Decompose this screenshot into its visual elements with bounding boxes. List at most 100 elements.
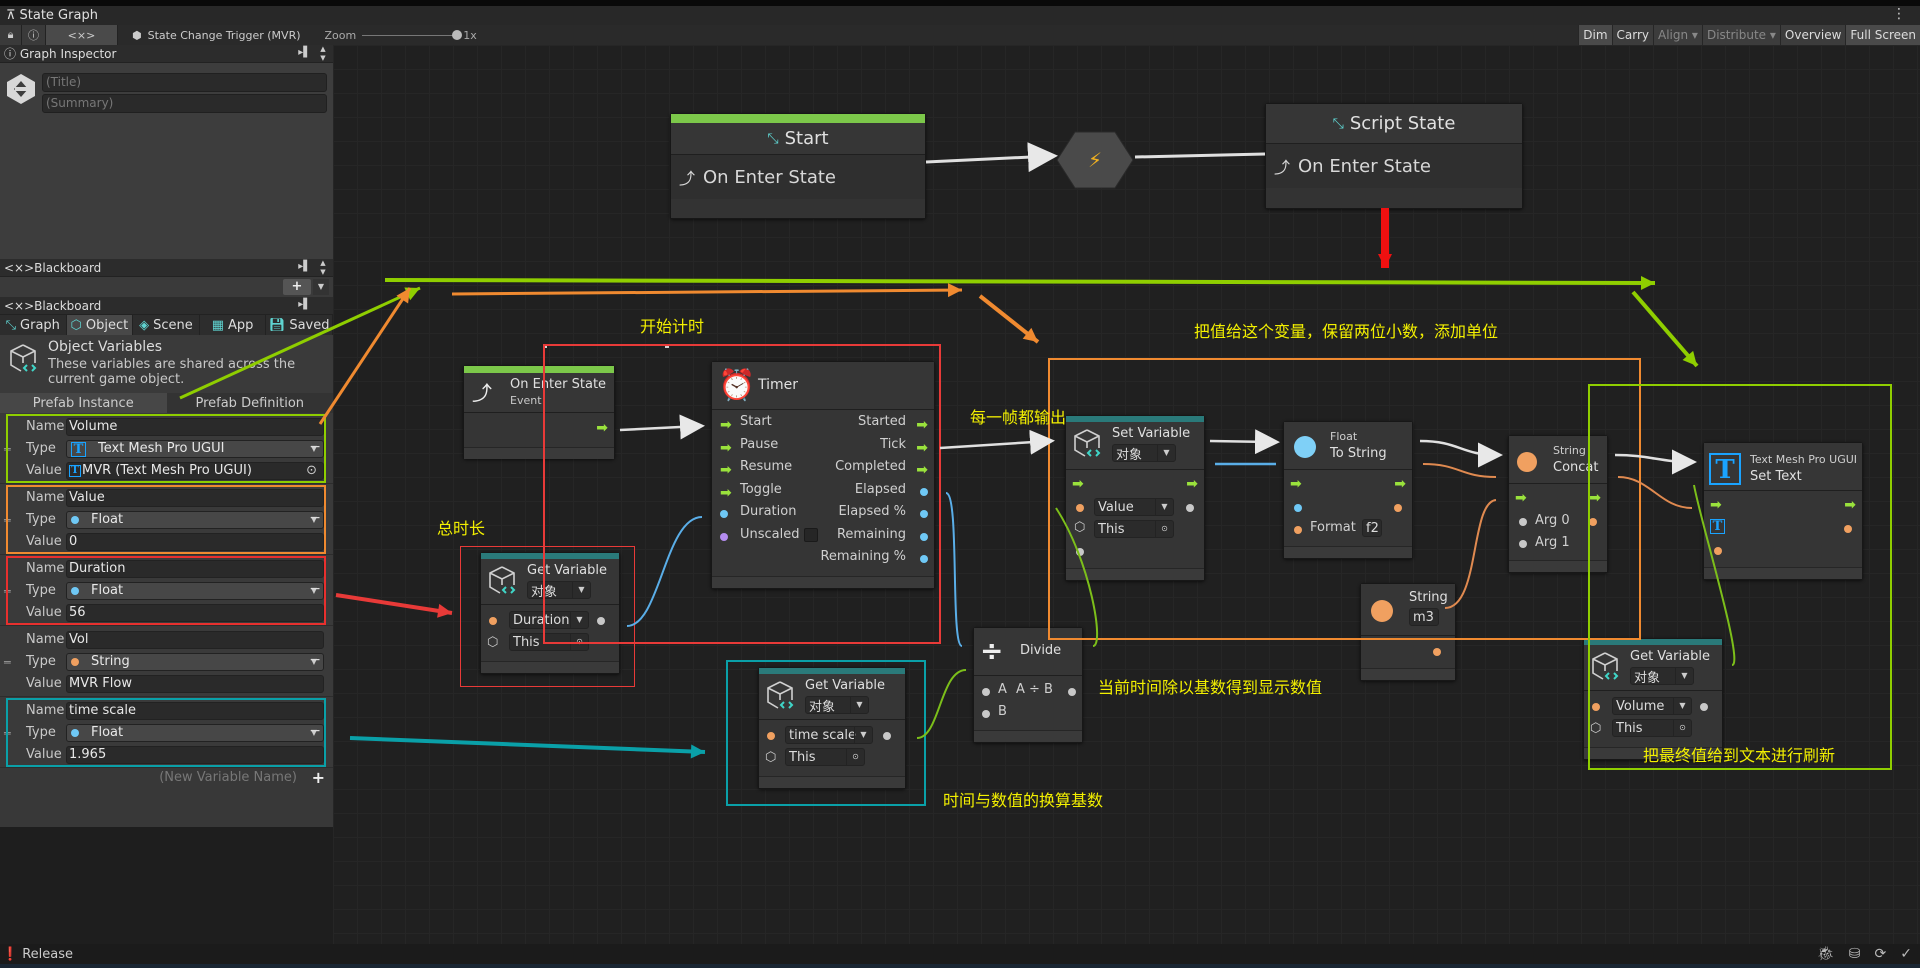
variables-button[interactable]: <×> [46,25,118,45]
toolbar-button-fullscreen[interactable]: Full Screen [1845,25,1920,45]
drag-handle-icon[interactable]: ═ [4,727,11,740]
set-variable-node[interactable]: Set Variable 对象▼ ➡ ➡ Value▼ ⬡ This⊙ [1065,415,1205,581]
graph-canvas[interactable]: ⤡ Start ⤴ On Enter State ⚡ ⤡ Script Stat… [333,45,1920,944]
dock-icon[interactable]: ▸▌ [298,299,311,310]
remove-variable-button[interactable]: − [309,510,321,526]
variable-name-field[interactable]: Volume [66,418,324,436]
dock-icon[interactable]: ▸▌ [298,47,311,58]
info-button[interactable]: ⓘ [22,25,46,45]
unscaled-checkbox[interactable] [804,527,818,542]
dropdown-arrow-icon[interactable]: ▼ [313,279,329,295]
flow-output-icon[interactable]: ➡ [596,420,608,436]
annotation-final-note: 把最终值给到文本进行刷新 [1643,746,1836,765]
remove-variable-button[interactable]: − [309,581,321,597]
chevron-down-icon: ▼ [1673,698,1691,714]
variable-name-field[interactable]: Vol [66,631,324,649]
prefab-tab-instance[interactable]: Prefab Instance [0,393,167,413]
script-state-node[interactable]: ⤡ Script State ⤴ On Enter State [1265,103,1523,209]
scroll-arrows[interactable]: ▲▼ [320,45,326,62]
string-literal-node[interactable]: String m3 [1360,583,1456,681]
variable-name-field[interactable]: Duration [66,560,324,578]
scope-dropdown[interactable]: 对象▼ [805,696,869,715]
to-string-title: To String [1330,446,1387,461]
scope-dropdown[interactable]: 对象▼ [1630,667,1694,686]
tab-object[interactable]: ⬡Object [66,315,134,335]
graph-icon: ⤡ [5,317,17,333]
zoom-slider[interactable] [362,29,463,40]
toolbar-button-distribute[interactable]: Distribute ▾ [1701,25,1780,45]
drag-handle-icon[interactable]: ═ [4,514,11,527]
object-picker-icon[interactable]: ⊙ [306,463,317,478]
get-duration-node[interactable]: Get Variable 对象▼ Duration▼ ⬡ This⊙ [480,552,620,674]
lock-button[interactable]: 🔒︎ [0,25,22,45]
chevron-down-icon: ▼ [1157,445,1175,461]
add-variable-button[interactable]: + [311,768,325,787]
variable-type-dropdown[interactable]: Float▼ [66,724,324,742]
new-variable-input[interactable]: (New Variable Name) [159,770,297,785]
drag-handle-icon[interactable]: ═ [4,585,11,598]
database-off-icon[interactable]: ⛁ [1848,946,1861,962]
scroll-arrows[interactable]: ▲▼ [320,259,326,276]
transition-node[interactable]: ⚡ [1055,130,1135,190]
add-button[interactable]: + [283,279,311,295]
format-field[interactable]: f2 [1362,519,1382,537]
float-to-string-node[interactable]: Float To String ➡ ➡ Format f2 [1283,421,1413,559]
title-field[interactable]: (Title) [42,73,327,92]
prefab-tab-definition[interactable]: Prefab Definition [166,393,333,413]
start-state-node[interactable]: ⤡ Start ⤴ On Enter State [670,113,926,219]
tab-app[interactable]: ▦App [200,315,267,335]
variable-name-dropdown[interactable]: time scale▼ [785,726,873,744]
timer-output-started: Started [857,414,906,429]
variable-value-field[interactable]: 56 [66,604,324,622]
breadcrumb[interactable]: ⬢ State Change Trigger (MVR) [132,29,301,42]
variable-name-dropdown[interactable]: Duration▼ [509,611,589,629]
toolbar-button-dim[interactable]: Dim [1578,25,1612,45]
variable-name-dropdown[interactable]: Volume▼ [1612,697,1692,715]
type-color-dot [71,658,79,666]
divide-node[interactable]: ÷ Divide A A ÷ B B [973,627,1083,743]
variable-name-field[interactable]: time scale [66,702,324,720]
debug-off-icon[interactable]: 🐞︎ [1817,946,1835,962]
on-enter-state-node[interactable]: ⤴ On Enter State Event ➡ [463,365,615,459]
drag-handle-icon[interactable]: ═ [4,656,11,669]
variable-value: 56 [69,605,86,620]
summary-field[interactable]: (Summary) [42,94,327,113]
variable-value-field[interactable]: 1.965 [66,746,324,764]
tab-graph[interactable]: ⤡Graph [0,315,67,335]
sync-off-icon[interactable]: ⟳ [1874,946,1887,962]
kebab-menu-icon[interactable]: ⋮ [1892,6,1906,22]
variable-type-dropdown[interactable]: Float▼ [66,511,324,529]
toolbar-button-carry[interactable]: Carry [1611,25,1654,45]
remove-variable-button[interactable]: − [309,439,321,455]
toolbar-button-overview[interactable]: Overview [1779,25,1846,45]
dock-icon[interactable]: ▸▌ [298,261,311,272]
variable-value-field[interactable]: MVR Flow [66,675,324,693]
get-timescale-node[interactable]: Get Variable 对象▼ time scale▼ ⬡ This⊙ [758,667,906,789]
variable-name-dropdown[interactable]: Value▼ [1094,498,1174,516]
scope-dropdown[interactable]: 对象▼ [1112,444,1176,463]
target-field[interactable]: This⊙ [1094,520,1174,538]
string-value-field[interactable]: m3 [1409,608,1439,626]
tab-scene[interactable]: ◈Scene [133,315,200,335]
target-field[interactable]: This⊙ [785,748,865,766]
input-b-label: B [998,704,1007,719]
tab-saved[interactable]: 💾︎Saved [266,315,333,335]
drag-handle-icon[interactable]: ═ [4,443,11,456]
status-icons: 🐞︎ ⛁ ⟳ ✓ [1817,946,1912,962]
variable-type-dropdown[interactable]: Float▼ [66,582,324,600]
toolbar-button-align[interactable]: Align ▾ [1653,25,1702,45]
target-field[interactable]: This⊙ [1612,719,1692,737]
remove-variable-button[interactable]: − [309,652,321,668]
remove-variable-button[interactable]: − [309,723,321,739]
lock-icon: 🔒︎ [7,28,14,41]
variable-name-field[interactable]: Value [66,489,324,507]
check-icon[interactable]: ✓ [1900,946,1912,962]
variable-type-dropdown[interactable]: String▼ [66,653,324,671]
zoom-slider-handle[interactable] [452,29,463,40]
variable-value-field[interactable]: 0 [66,533,324,551]
string-concat-node[interactable]: String Concat ➡ ➡ Arg 0 Arg 1 [1508,435,1608,573]
divide-icon: ÷ [980,634,1004,667]
